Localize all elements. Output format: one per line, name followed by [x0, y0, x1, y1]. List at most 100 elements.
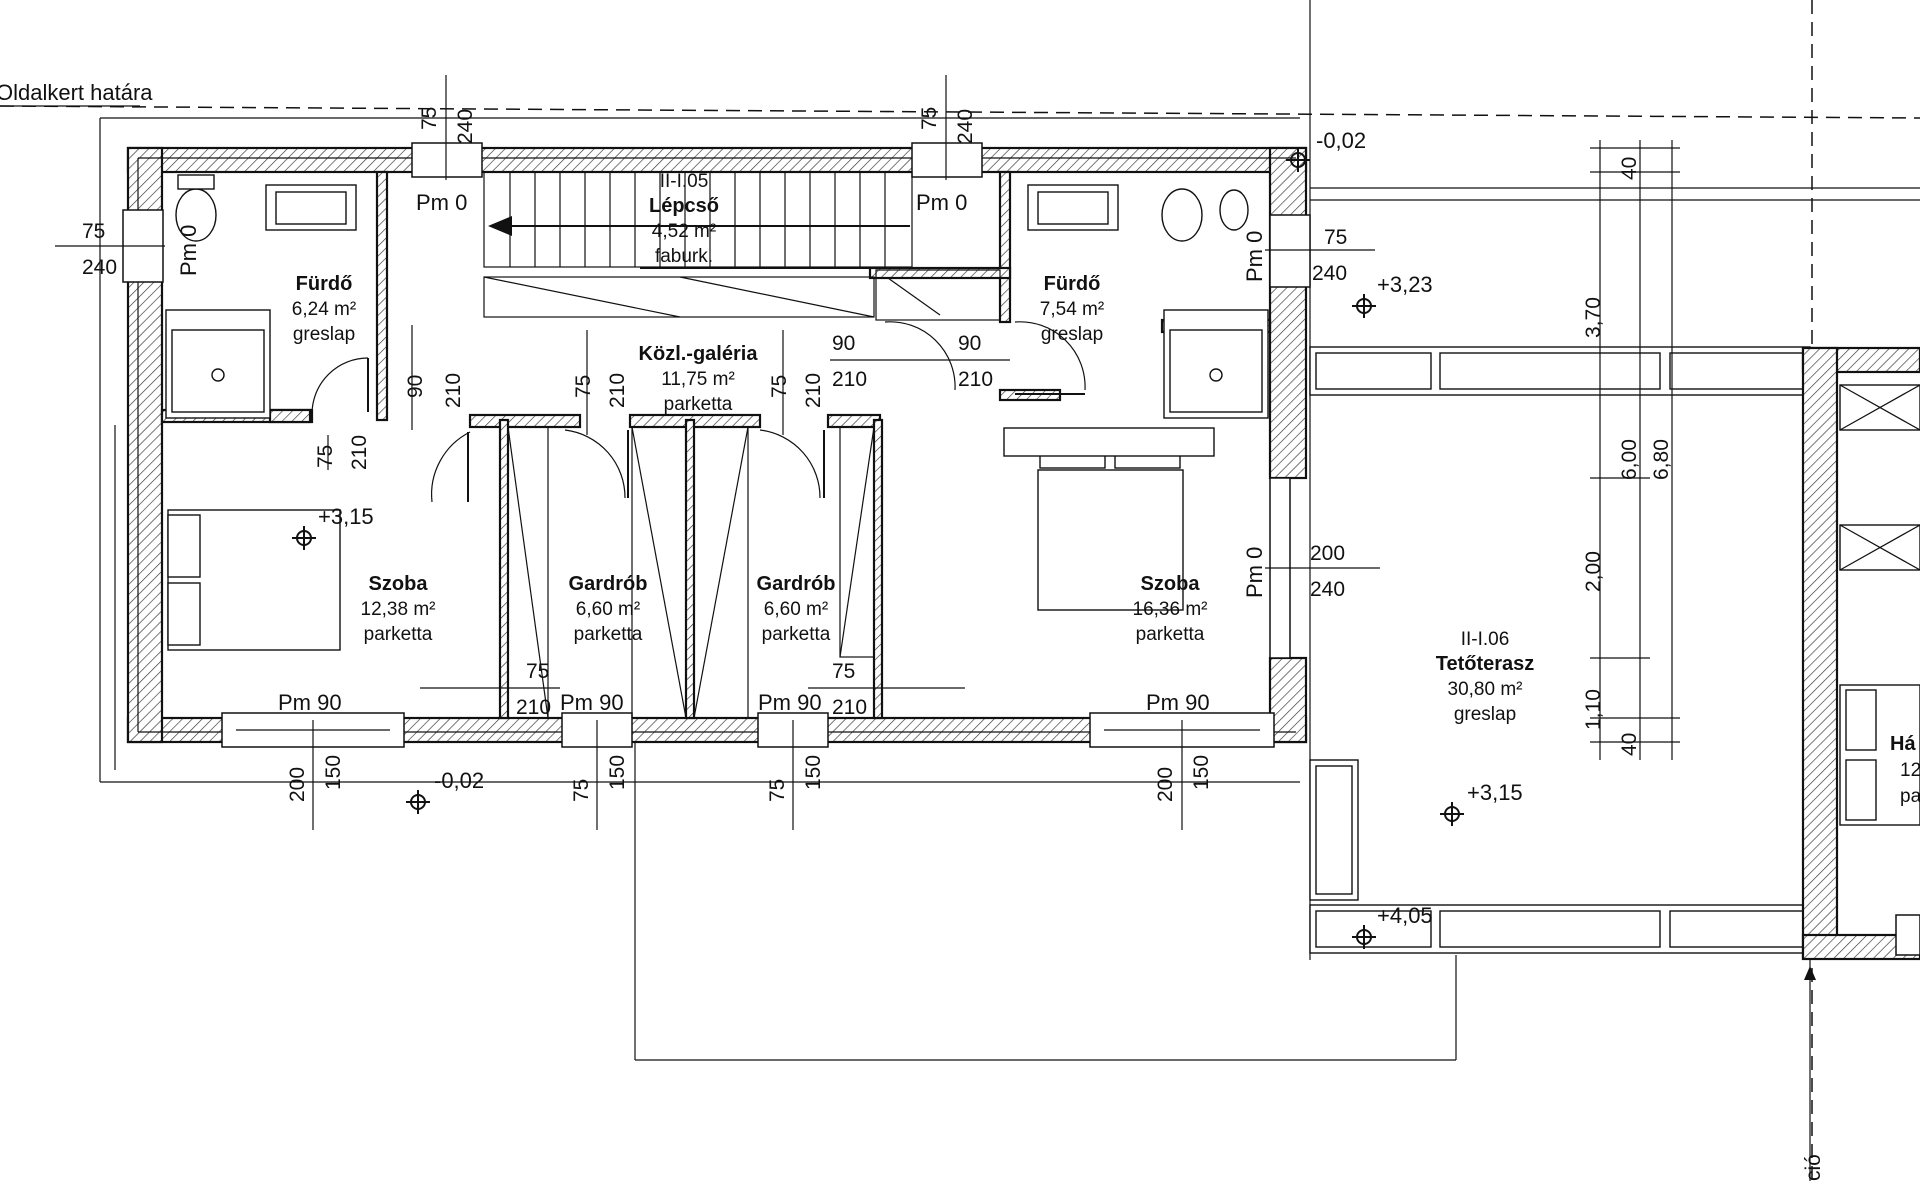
svg-text:greslap: greslap	[1041, 324, 1103, 345]
level-terrace-upper: +3,23	[1377, 272, 1433, 297]
svg-text:200: 200	[286, 767, 309, 802]
svg-text:90: 90	[832, 332, 855, 355]
svg-text:2,00: 2,00	[1582, 551, 1605, 592]
svg-text:Pm 0: Pm 0	[416, 190, 467, 215]
svg-text:Pm 90: Pm 90	[1146, 690, 1210, 715]
svg-text:75: 75	[570, 779, 593, 802]
svg-text:Közl.-galéria: Közl.-galéria	[639, 343, 759, 365]
level-left-room: +3,15	[318, 504, 374, 529]
svg-text:parketta: parketta	[762, 624, 831, 645]
room-label-terrace: II-I.06 Tetőterasz 30,80 m² greslap	[1436, 629, 1535, 725]
svg-text:parketta: parketta	[364, 624, 433, 645]
svg-text:Pm 0: Pm 0	[1242, 231, 1267, 282]
level-labels: -0,02 +3,23 +3,15 -0,02 +3,15 +4,05	[318, 128, 1523, 928]
chain-dimension-labels: 40 3,70 6,00 6,80 2,00 1,10 40	[1582, 157, 1673, 756]
svg-text:7,54 m²: 7,54 m²	[1040, 299, 1104, 320]
svg-text:Pm 0: Pm 0	[176, 225, 201, 276]
svg-text:150: 150	[802, 755, 825, 790]
door-swings	[311, 321, 1086, 503]
dimension-lines	[55, 75, 1680, 830]
svg-text:75: 75	[572, 375, 595, 398]
svg-text:210: 210	[442, 373, 465, 408]
svg-text:210: 210	[516, 696, 551, 719]
svg-text:Pm 0: Pm 0	[916, 190, 967, 215]
svg-text:greslap: greslap	[1454, 704, 1516, 725]
level-terrace-lower: +4,05	[1377, 903, 1433, 928]
svg-text:Há: Há	[1890, 733, 1916, 755]
room-label-right-room: Szoba 16,36 m² parketta	[1133, 573, 1208, 645]
svg-text:greslap: greslap	[293, 324, 355, 345]
level-terrace: +3,15	[1467, 780, 1523, 805]
svg-text:200: 200	[1310, 542, 1345, 565]
svg-text:75: 75	[418, 107, 441, 130]
svg-text:parketta: parketta	[664, 394, 733, 415]
svg-text:6,60 m²: 6,60 m²	[764, 599, 828, 620]
svg-text:Fürdő: Fürdő	[1044, 273, 1101, 295]
level-markers	[292, 148, 1464, 949]
svg-text:90: 90	[404, 375, 427, 398]
svg-text:6,24 m²: 6,24 m²	[292, 299, 356, 320]
svg-text:240: 240	[454, 109, 477, 144]
beds	[167, 427, 1215, 651]
opening-labels: Pm 0 Pm 0 Pm 0 Pm 0 Pm 0 Pm 90 Pm 90 Pm …	[82, 107, 1347, 802]
svg-text:faburk.: faburk.	[655, 246, 713, 267]
svg-text:75: 75	[832, 660, 855, 683]
svg-text:200: 200	[1154, 767, 1177, 802]
svg-text:1,10: 1,10	[1582, 689, 1605, 730]
svg-text:210: 210	[802, 373, 825, 408]
edge-label: ció	[1802, 1154, 1825, 1181]
staircase	[483, 171, 1001, 321]
svg-text:II-I.05: II-I.05	[660, 171, 709, 192]
svg-text:40: 40	[1618, 157, 1641, 180]
svg-text:pa: pa	[1900, 786, 1920, 807]
svg-text:II-I.06: II-I.06	[1461, 629, 1510, 650]
svg-text:Pm 90: Pm 90	[278, 690, 342, 715]
level-top-right: -0,02	[1316, 128, 1366, 153]
svg-text:240: 240	[1310, 578, 1345, 601]
svg-text:Pm 90: Pm 90	[758, 690, 822, 715]
svg-text:Szoba: Szoba	[369, 573, 429, 595]
svg-text:parketta: parketta	[574, 624, 643, 645]
svg-text:6,00: 6,00	[1618, 439, 1641, 480]
svg-text:210: 210	[348, 435, 371, 470]
svg-text:75: 75	[768, 375, 791, 398]
svg-text:75: 75	[314, 445, 337, 468]
svg-text:3,70: 3,70	[1582, 297, 1605, 338]
svg-text:Szoba: Szoba	[1141, 573, 1201, 595]
svg-text:240: 240	[82, 256, 117, 279]
svg-text:240: 240	[1312, 262, 1347, 285]
svg-text:6,80: 6,80	[1650, 439, 1673, 480]
room-label-wardrobe-2: Gardrób 6,60 m² parketta	[757, 573, 836, 645]
svg-text:75: 75	[82, 220, 105, 243]
terrace-planters	[634, 346, 1811, 1061]
svg-text:4,52 m²: 4,52 m²	[652, 221, 716, 242]
room-label-wardrobe-1: Gardrób 6,60 m² parketta	[569, 573, 648, 645]
svg-text:90: 90	[958, 332, 981, 355]
svg-text:150: 150	[322, 755, 345, 790]
svg-text:40: 40	[1618, 733, 1641, 756]
room-label-stairs: II-I.05 Lépcső 4,52 m² faburk.	[649, 171, 719, 267]
svg-text:Gardrób: Gardrób	[569, 573, 648, 595]
wardrobes	[507, 426, 875, 719]
plot-boundary-label: Oldalkert határa	[0, 80, 153, 105]
level-bottom: -0,02	[434, 768, 484, 793]
svg-text:210: 210	[606, 373, 629, 408]
svg-text:Tetőterasz: Tetőterasz	[1436, 653, 1535, 675]
sanitary-fixtures	[165, 174, 1269, 419]
svg-text:6,60 m²: 6,60 m²	[576, 599, 640, 620]
svg-text:Pm 90: Pm 90	[560, 690, 624, 715]
svg-text:150: 150	[1190, 755, 1213, 790]
svg-text:11,75 m²: 11,75 m²	[661, 369, 735, 390]
neighbor-unit	[1801, 346, 1920, 1181]
svg-text:75: 75	[1324, 226, 1347, 249]
svg-text:150: 150	[606, 755, 629, 790]
svg-text:240: 240	[954, 109, 977, 144]
svg-text:12,38 m²: 12,38 m²	[361, 599, 436, 620]
svg-text:210: 210	[958, 368, 993, 391]
svg-text:210: 210	[832, 368, 867, 391]
room-label-right-bath: Fürdő 7,54 m² greslap	[1040, 273, 1104, 345]
svg-text:210: 210	[832, 696, 867, 719]
room-label-neighbor: Há 12 pa	[1890, 733, 1920, 807]
svg-text:16,36 m²: 16,36 m²	[1133, 599, 1208, 620]
